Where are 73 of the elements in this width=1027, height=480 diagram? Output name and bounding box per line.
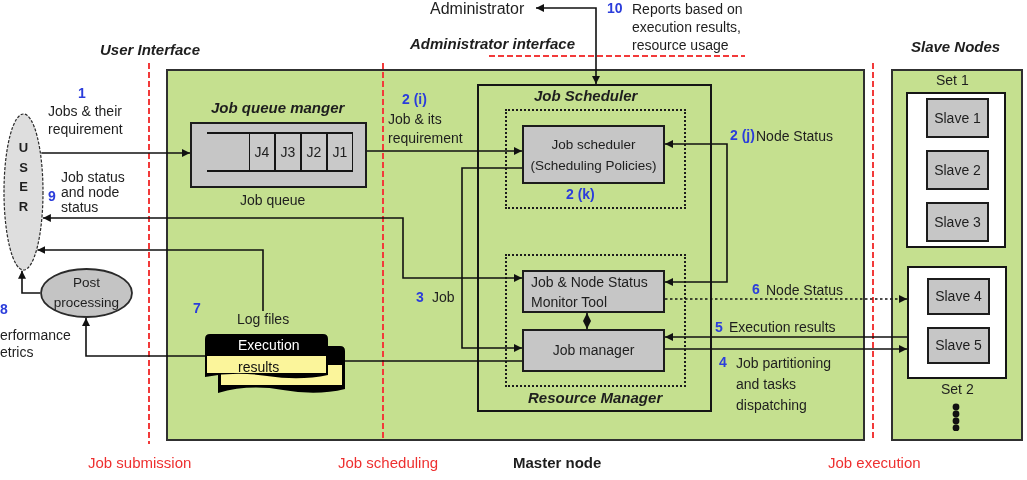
- step-number: 6: [752, 282, 760, 298]
- arrow: [664, 333, 908, 341]
- step-number: 1: [78, 86, 86, 102]
- queue-slot: J2: [301, 133, 327, 171]
- double-arrow: [42, 214, 523, 282]
- queue-slot: J4: [249, 133, 275, 171]
- edge-label: Node Status: [766, 283, 844, 299]
- step-number: 5: [715, 320, 723, 336]
- edge-label: Job partitioning and tasks dispatching: [736, 354, 832, 415]
- node-label: Log files: [237, 311, 293, 328]
- scheduler-group-box: [477, 84, 712, 412]
- set-caption: Set 1: [936, 73, 969, 89]
- step-number: 2 (k): [566, 187, 595, 203]
- step-number: 2 (i): [402, 92, 427, 108]
- edge-label: Job & its requirement: [388, 110, 464, 147]
- arrow: [461, 167, 523, 352]
- edge-label: Node Status: [756, 129, 834, 145]
- slave-node-box: Slave 2: [926, 150, 989, 190]
- arrow: [366, 147, 523, 155]
- double-arrow: [664, 140, 728, 286]
- step-number: 2 (j): [730, 128, 755, 144]
- phase-label: Job scheduling: [338, 455, 439, 472]
- slave-node-box: Slave 4: [927, 278, 990, 315]
- step-number: 10: [607, 1, 623, 17]
- arrow: [36, 246, 264, 312]
- slave-node-box: Slave 1: [926, 98, 989, 138]
- edge-label: Jobs & their requirement: [48, 102, 124, 138]
- step-number: 7: [193, 301, 201, 317]
- node-set-box: [906, 92, 1006, 248]
- section-heading: Slave Nodes: [911, 39, 1001, 56]
- section-heading: Administrator interface: [410, 36, 576, 53]
- process-box: Job & Node Status Monitor Tool: [522, 270, 665, 313]
- arrow: [664, 345, 908, 353]
- group-title: Job Scheduler: [534, 88, 638, 105]
- actor-label: Administrator: [430, 0, 536, 17]
- section-heading: Job queue manger: [211, 100, 345, 117]
- note-text: erformance etrics: [0, 327, 72, 361]
- edge-label: Execution results: [729, 320, 836, 336]
- process-box: Job manager: [522, 329, 665, 372]
- slave-node-box: Slave 3: [926, 202, 989, 242]
- process-ellipse: Post processing: [40, 268, 133, 318]
- group-title: Resource Manager: [528, 390, 663, 407]
- double-arrow: [583, 312, 591, 330]
- user-ellipse: U S E R: [3, 113, 44, 271]
- queue-box: [190, 122, 367, 188]
- arrow: [40, 149, 191, 157]
- master-node-panel: [166, 69, 865, 441]
- step-number: 9: [48, 189, 56, 205]
- double-arrow: [535, 4, 600, 85]
- phase-label: Job submission: [88, 455, 192, 472]
- slave-nodes-panel: [891, 69, 1023, 441]
- panel-caption: Master node: [513, 455, 602, 472]
- dotted-arrow: [664, 295, 908, 303]
- dotted-group-box: [505, 254, 686, 387]
- queue-slot: J1: [327, 133, 353, 171]
- dotted-group-box: [505, 109, 686, 209]
- phase-label: Job execution: [828, 455, 921, 472]
- process-box: Job scheduler (Scheduling Policies): [522, 125, 665, 184]
- step-number: 8: [0, 302, 8, 318]
- connector-line: [344, 360, 523, 362]
- slave-node-box: Slave 5: [927, 327, 990, 364]
- step-number: 4: [719, 355, 727, 371]
- set-caption: Set 2: [941, 382, 974, 398]
- edge-label: Job status and node status: [61, 170, 126, 215]
- edge-label: Reports based on execution results, resource usage: [632, 0, 744, 54]
- panel-caption: Job queue: [240, 193, 306, 209]
- arrow: [18, 270, 41, 294]
- queue-slot: J3: [275, 133, 301, 171]
- edge-label: Job: [432, 290, 455, 306]
- node-set-box: [907, 266, 1007, 379]
- step-number: 3: [416, 290, 424, 306]
- section-heading: User Interface: [100, 42, 201, 59]
- arrow: [82, 317, 206, 357]
